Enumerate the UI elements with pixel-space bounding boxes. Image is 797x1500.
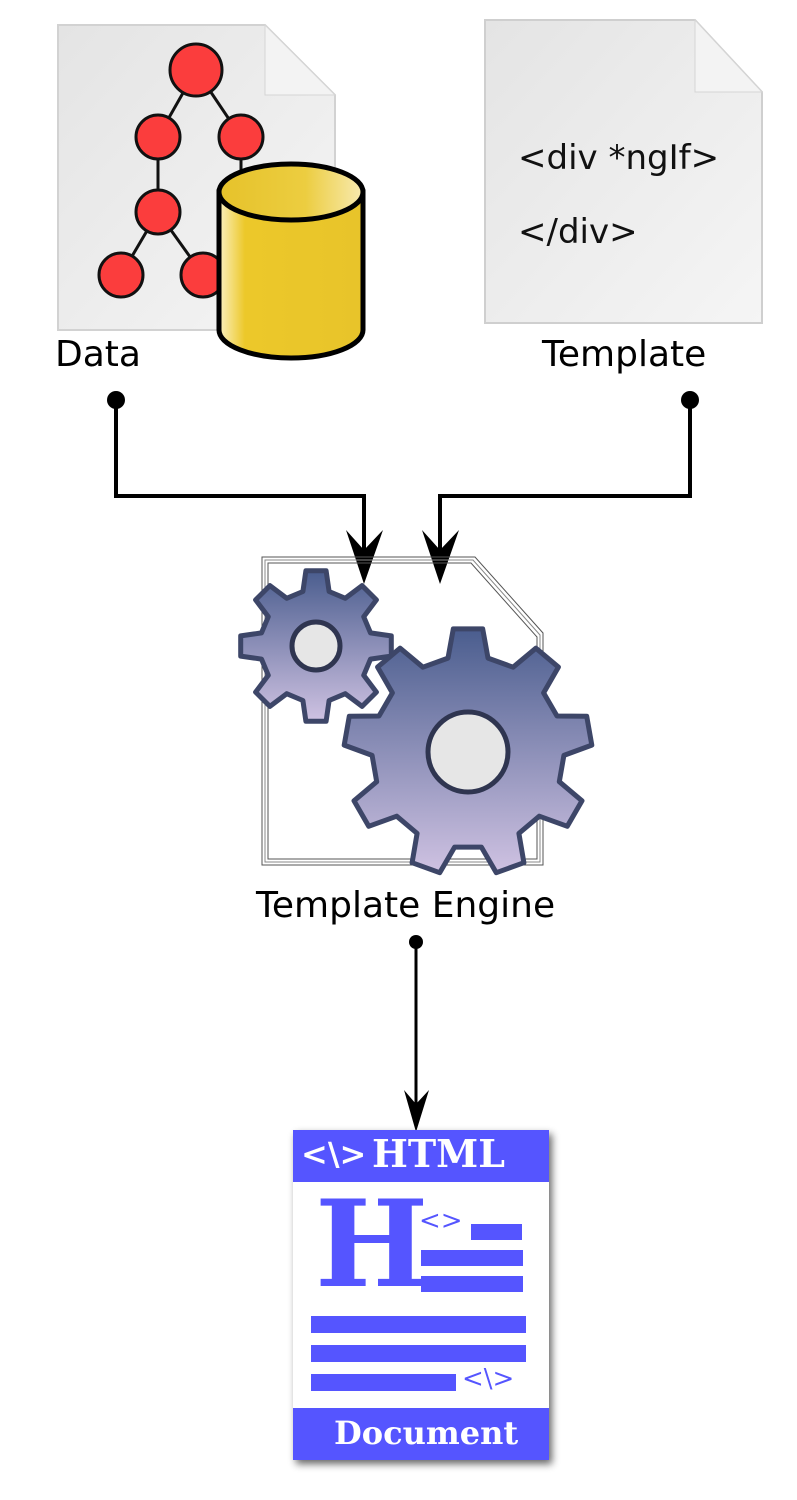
gear-hub xyxy=(425,709,511,795)
content-line xyxy=(311,1374,456,1391)
html-header-glyph: <\> xyxy=(301,1135,367,1173)
template-node xyxy=(484,18,764,324)
arrowhead-output xyxy=(404,1090,429,1132)
template-code-line-2: </div> xyxy=(518,212,638,252)
template-code-line-1: <div *ngIf> xyxy=(518,138,720,178)
data-node xyxy=(57,23,366,361)
html-small-tag: <> xyxy=(419,1206,463,1236)
edge-template-to-engine xyxy=(438,400,692,578)
html-document-node xyxy=(293,1130,549,1460)
html-document-page xyxy=(293,1130,549,1460)
template-page-icon xyxy=(484,19,763,324)
html-big-letter: H xyxy=(315,1174,429,1315)
small-gear-icon xyxy=(238,568,394,724)
html-bottom-tag: <\> xyxy=(462,1364,515,1394)
database-icon xyxy=(216,161,366,361)
gear-hub xyxy=(289,619,343,673)
content-line xyxy=(421,1276,523,1292)
content-line xyxy=(421,1250,523,1266)
engine-node xyxy=(238,556,595,876)
content-line xyxy=(311,1345,526,1362)
data-label: Data xyxy=(55,334,141,375)
html-header-bar xyxy=(293,1130,549,1182)
edge-data-to-engine xyxy=(114,400,366,578)
html-header-title: HTML xyxy=(372,1131,505,1176)
content-line xyxy=(471,1224,522,1240)
html-footer-bar xyxy=(293,1408,549,1460)
html-footer-title: Document xyxy=(334,1414,519,1452)
template-label: Template xyxy=(542,334,707,375)
large-gear-icon xyxy=(341,626,595,876)
tree-icon xyxy=(97,42,265,299)
engine-label: Template Engine xyxy=(256,885,556,926)
content-line xyxy=(311,1316,526,1333)
